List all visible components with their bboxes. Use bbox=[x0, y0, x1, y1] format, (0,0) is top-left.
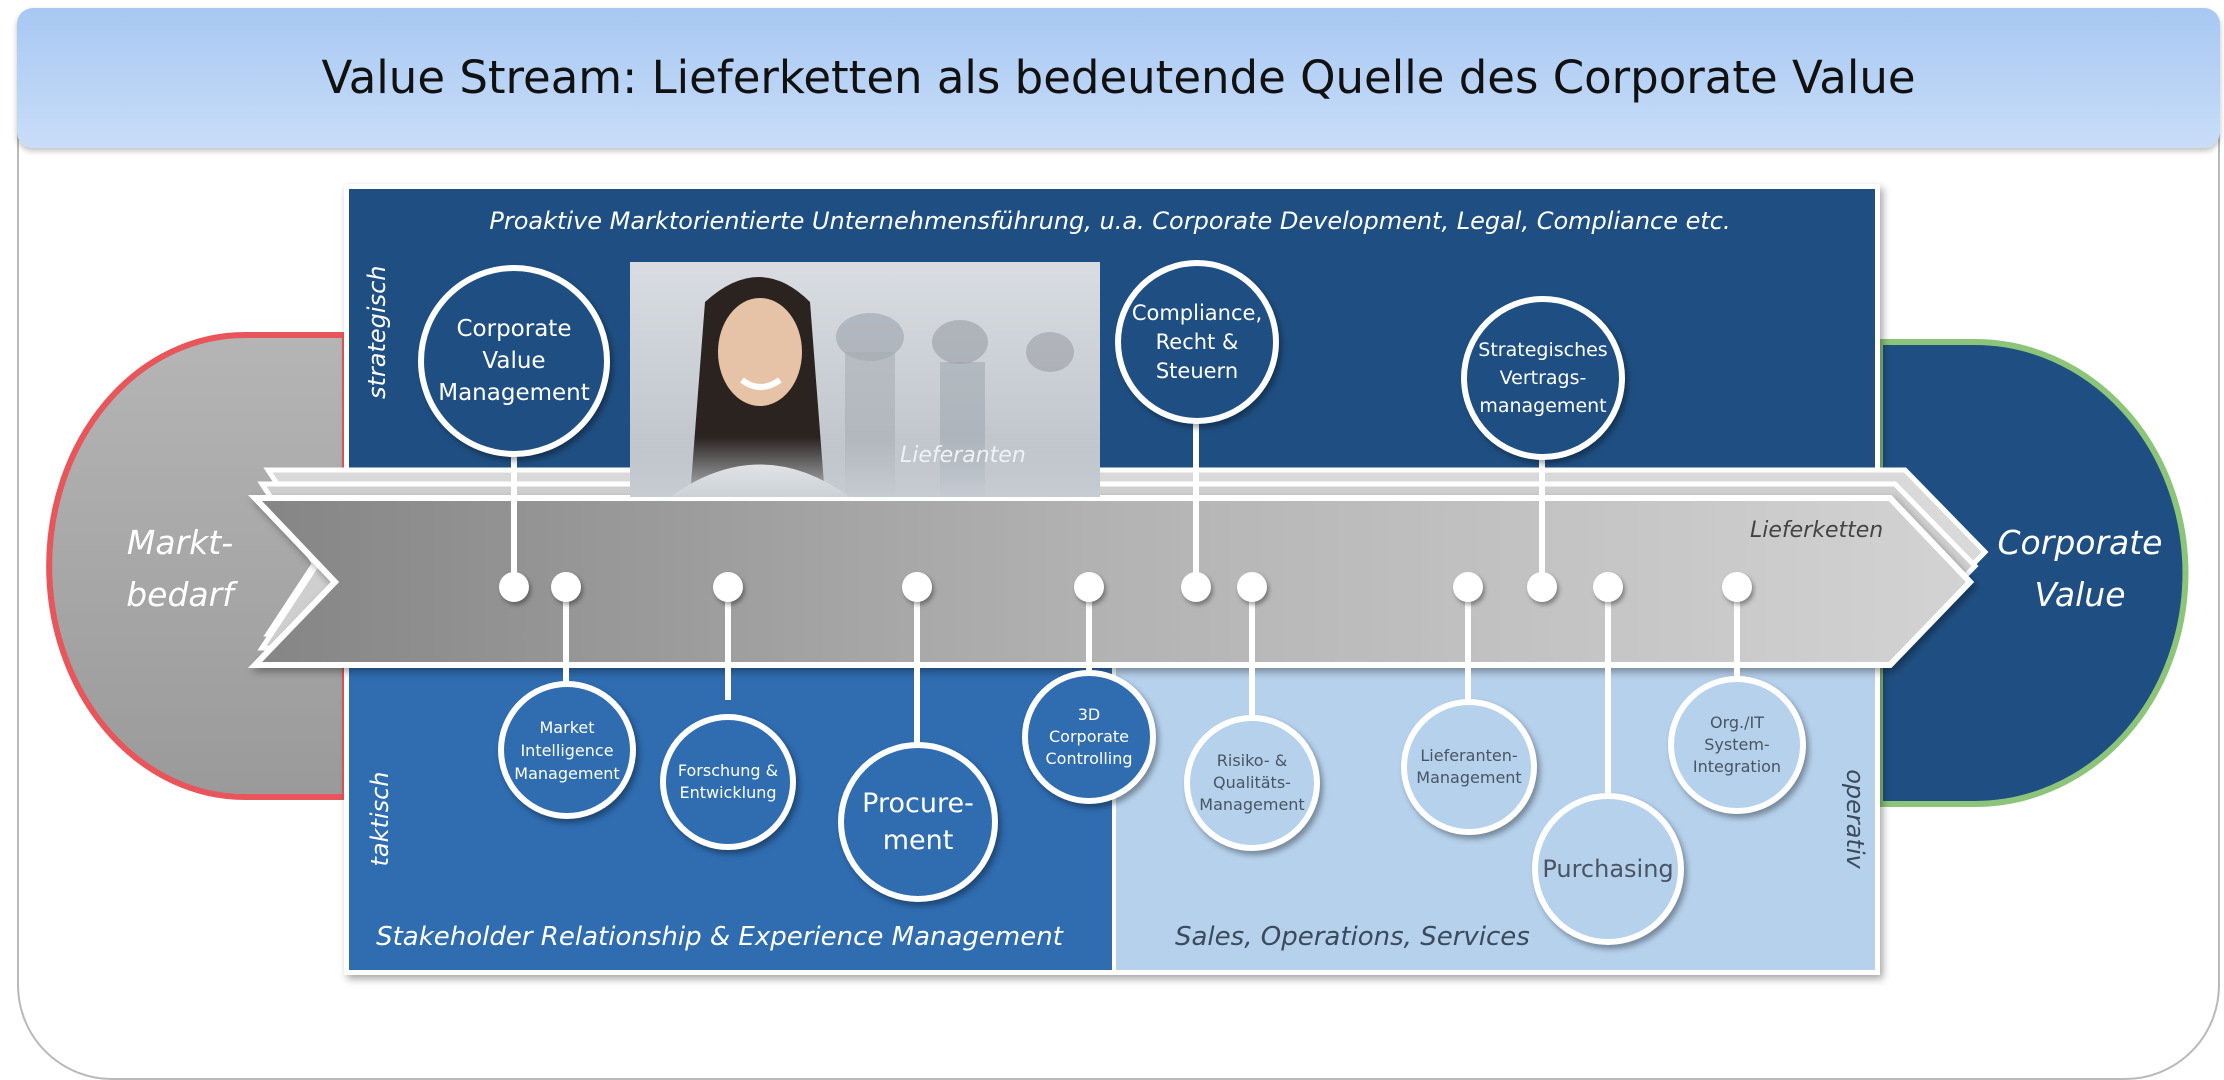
node-supplier-management: Lieferanten- Management bbox=[1401, 699, 1537, 835]
arrow-label: Lieferketten bbox=[1750, 518, 1884, 543]
connector-lines bbox=[511, 410, 1740, 800]
node-dot bbox=[713, 572, 743, 602]
node-risk-quality-management: Risiko- & Qualitäts- Management bbox=[1184, 715, 1320, 851]
photo-fade bbox=[630, 437, 1100, 497]
market-demand-cap bbox=[46, 332, 348, 800]
node-dot bbox=[1527, 572, 1557, 602]
strategic-label: strategisch bbox=[363, 265, 391, 399]
photo-caption: Lieferanten bbox=[900, 443, 1026, 468]
node-dot bbox=[1181, 572, 1211, 602]
node-strategic-contract-management: Strategisches Vertrags- management bbox=[1461, 296, 1625, 460]
node-compliance: Compliance, Recht & Steuern bbox=[1115, 260, 1279, 424]
market-demand-label: Markt- bedarf bbox=[126, 523, 234, 614]
corporate-value-cap bbox=[1877, 339, 2189, 807]
node-dot bbox=[1074, 572, 1104, 602]
title-bar: Value Stream: Lieferketten als bedeutend… bbox=[17, 8, 2220, 148]
node-corporate-value-management: Corporate Value Management bbox=[418, 265, 610, 457]
node-market-intelligence: Market Intelligence Management bbox=[498, 681, 636, 819]
node-org-it-integration: Org./IT System- Integration bbox=[1668, 676, 1806, 814]
node-corporate-controlling: 3D Corporate Controlling bbox=[1022, 670, 1156, 804]
node-research-development: Forschung & Entwicklung bbox=[660, 714, 796, 850]
tactical-label: taktisch bbox=[366, 771, 394, 867]
diagram-canvas: Value Stream: Lieferketten als bedeutend… bbox=[17, 8, 2220, 1080]
node-dot bbox=[499, 572, 529, 602]
node-dot bbox=[551, 572, 581, 602]
node-purchasing: Purchasing bbox=[1532, 793, 1684, 945]
node-dot bbox=[1237, 572, 1267, 602]
operational-header: Sales, Operations, Services bbox=[1175, 922, 1530, 952]
node-dot bbox=[1453, 572, 1483, 602]
operational-label: operativ bbox=[1841, 769, 1869, 869]
diagram-graphics bbox=[46, 184, 2189, 975]
strategic-header: Proaktive Marktorientierte Unternehmensf… bbox=[489, 207, 1731, 235]
corporate-value-label: Corporate Value bbox=[1997, 523, 2163, 614]
node-procurement: Procure- ment bbox=[838, 742, 998, 902]
tactical-header: Stakeholder Relationship & Experience Ma… bbox=[376, 922, 1063, 952]
node-dot bbox=[1722, 572, 1752, 602]
node-dot bbox=[902, 572, 932, 602]
node-dot bbox=[1593, 572, 1623, 602]
page-title: Value Stream: Lieferketten als bedeutend… bbox=[321, 51, 1916, 104]
supplier-photo bbox=[630, 262, 1100, 497]
